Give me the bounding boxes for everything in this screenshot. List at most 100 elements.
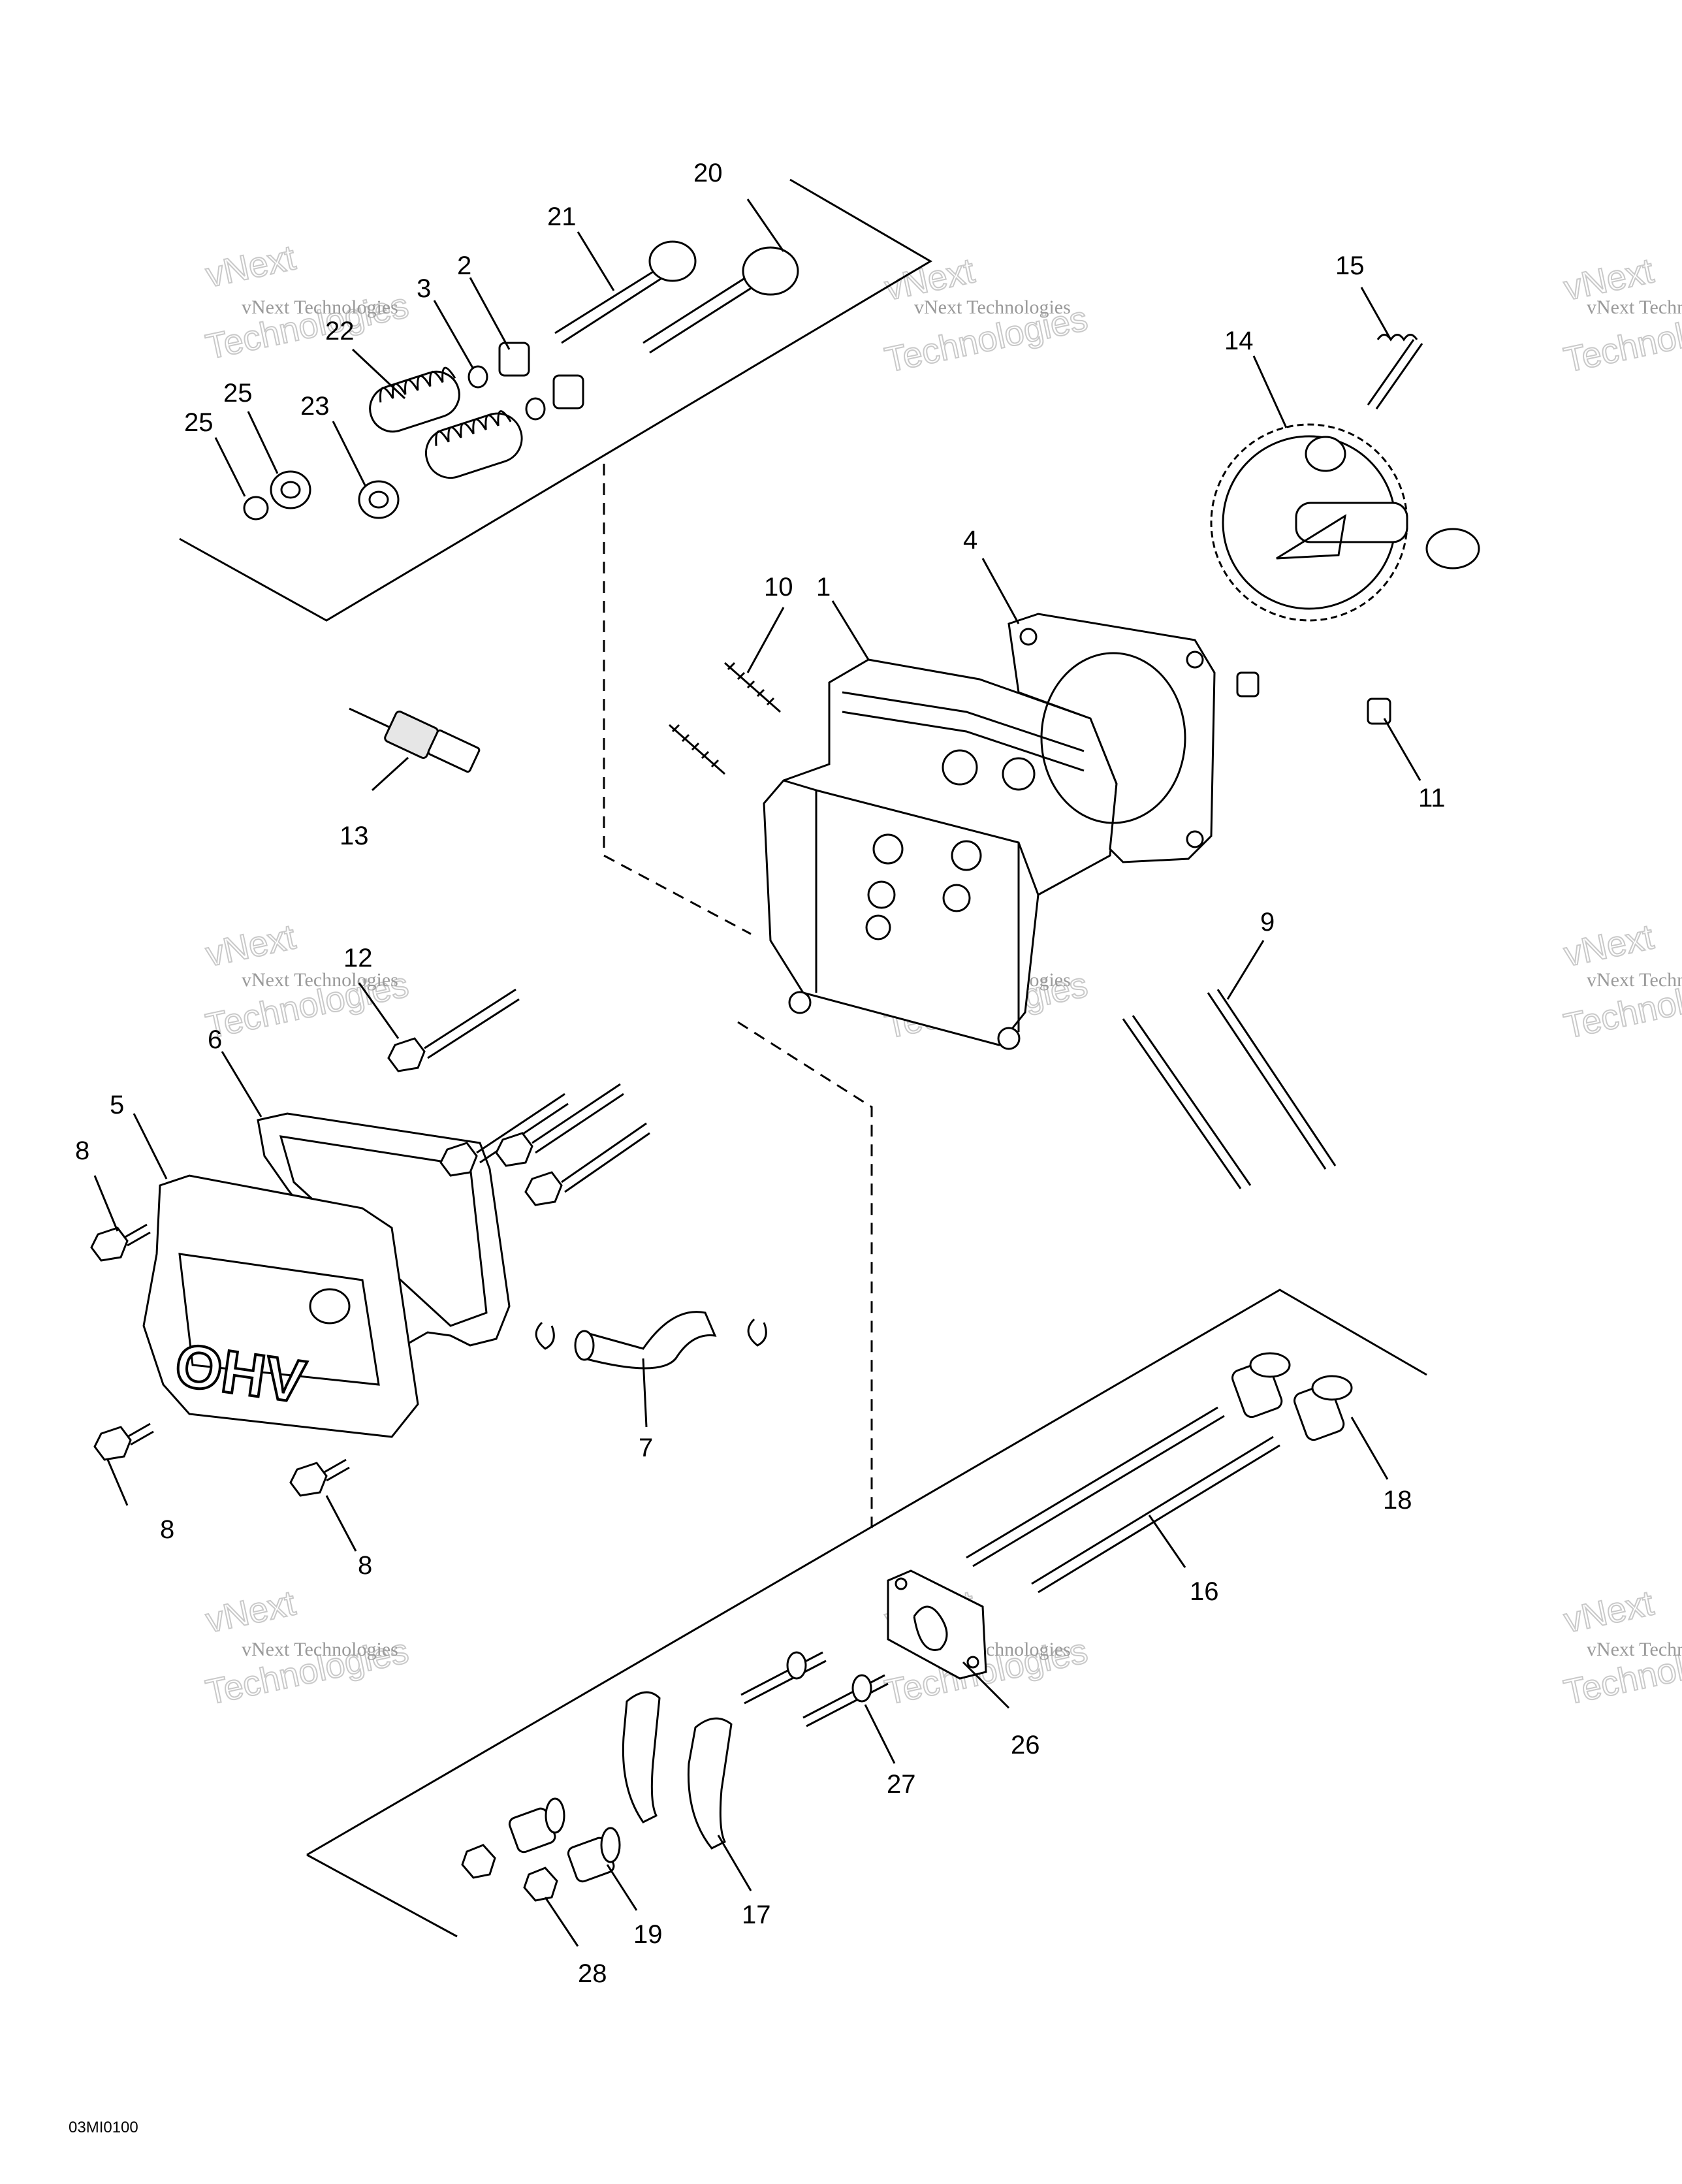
pivot-end (545, 1797, 565, 1834)
exhaust-valve (643, 246, 799, 354)
callout-14: 14 (1224, 327, 1254, 355)
return-spring (1376, 334, 1418, 342)
watermark-text: vNext Technologies (242, 1639, 398, 1660)
head-bolt (495, 1083, 624, 1167)
rocker-group-frame (306, 1289, 1427, 1856)
watermark-text: vNext Technologies (1587, 1639, 1682, 1660)
callout-2: 2 (457, 251, 471, 280)
callout-6: 6 (208, 1025, 222, 1054)
valve-seal-inner (368, 490, 389, 509)
callout-4: 4 (963, 526, 977, 554)
bolt (90, 1223, 151, 1262)
callout-8-b: 8 (160, 1515, 174, 1544)
watermark-text: vNext (202, 917, 299, 974)
pivot-end (600, 1827, 621, 1863)
watermark: vNext Technologies vNext Technologies (1560, 1582, 1682, 1712)
valve-train-parts (243, 240, 799, 521)
watermark: vNext Technologies vNext Technologies (1560, 916, 1682, 1046)
stud (669, 724, 725, 775)
valve-cover: OHV (142, 1174, 419, 1438)
tappet (1231, 1352, 1291, 1419)
head-bolt (439, 1093, 569, 1177)
watermark-text: vNext (1561, 917, 1657, 974)
valve-seal-inner (280, 481, 301, 499)
valve-guide (552, 374, 584, 410)
valve-group-frame (179, 178, 932, 622)
watermark-text: vNext (202, 238, 299, 295)
valve-keeper-ring (468, 365, 488, 389)
spark-plug (349, 707, 481, 773)
callout-1: 1 (816, 573, 831, 602)
callout-19: 19 (633, 1920, 663, 1949)
callout-numbers: 20 21 2 3 22 23 25 25 10 1 4 14 15 11 9 … (75, 159, 1446, 1988)
callout-21: 21 (547, 202, 577, 231)
bolt (289, 1458, 350, 1497)
head-gasket (1008, 613, 1216, 863)
watermark-text: vNext Technologies (242, 969, 398, 991)
watermark-text: vNext Technologies (914, 297, 1071, 318)
callout-11: 11 (1418, 784, 1446, 812)
dashed-assembly-line (603, 464, 752, 935)
head-bolt (524, 1122, 650, 1206)
callout-12: 12 (343, 944, 373, 972)
rocker-arm (687, 1717, 733, 1850)
cylinder-head (763, 658, 1118, 1050)
callout-28: 28 (578, 1959, 607, 1988)
camshaft-gear (1210, 334, 1480, 622)
watermark-text: vNext Technologies (242, 297, 398, 318)
callout-22: 22 (325, 317, 355, 345)
nut (523, 1867, 558, 1902)
drawing-code: 03MI0100 (69, 2119, 138, 2136)
watermark: vNext Technologies vNext Technologies (1560, 250, 1682, 380)
callout-8-a: 8 (75, 1136, 89, 1165)
rocker-arm (622, 1691, 661, 1823)
nut (461, 1844, 496, 1879)
callout-13: 13 (340, 822, 369, 850)
callout-18: 18 (1383, 1486, 1412, 1515)
head-bolt (387, 988, 520, 1072)
hose-clip (747, 1318, 767, 1347)
leader-lines (93, 199, 1421, 1947)
callout-3: 3 (417, 274, 431, 303)
hose-clip (535, 1321, 555, 1350)
watermark: vNext Technologies vNext Technologies (202, 237, 413, 367)
stud (1207, 989, 1337, 1170)
stud (1122, 1015, 1252, 1189)
callout-15: 15 (1335, 251, 1365, 280)
dowel-pin (1367, 698, 1391, 725)
watermark-text: vNext Technologies (1587, 969, 1682, 991)
watermark: vNext Technologies vNext Technologies (881, 250, 1092, 380)
valve-spring (424, 410, 523, 479)
callout-7: 7 (639, 1434, 653, 1462)
group-frames (179, 178, 1427, 1938)
watermark-text: vNext (202, 1583, 299, 1640)
callout-8-c: 8 (358, 1551, 372, 1580)
callout-25-a: 25 (223, 379, 253, 408)
head-studs (669, 662, 1391, 1189)
watermark-text: vNext Technologies (1587, 297, 1682, 318)
cover-bolts (90, 988, 650, 1497)
callout-10: 10 (764, 573, 793, 602)
callout-27: 27 (887, 1770, 916, 1799)
bolt (93, 1422, 154, 1461)
watermark-text: vNext (1561, 1583, 1657, 1640)
valve-cap (243, 496, 269, 521)
callout-25-b: 25 (184, 408, 214, 437)
dowel-pin (1236, 671, 1260, 698)
callout-9: 9 (1260, 908, 1275, 937)
rocker-group-frame-end (306, 1854, 458, 1938)
valve-keeper-ring (525, 397, 546, 421)
rocker-pivots-nuts (461, 1797, 621, 1902)
callout-5: 5 (110, 1091, 124, 1119)
tappet (1293, 1375, 1353, 1441)
rocker-studs (740, 1651, 889, 1727)
intake-valve (554, 240, 697, 344)
stud (724, 662, 781, 713)
dashed-assembly-line (737, 1021, 873, 1528)
breather-hose (535, 1311, 767, 1370)
rocker-stud (740, 1651, 827, 1705)
watermark: vNext Technologies vNext Technologies (202, 1582, 413, 1712)
callout-17: 17 (742, 1901, 771, 1929)
rocker-arms (622, 1691, 733, 1850)
